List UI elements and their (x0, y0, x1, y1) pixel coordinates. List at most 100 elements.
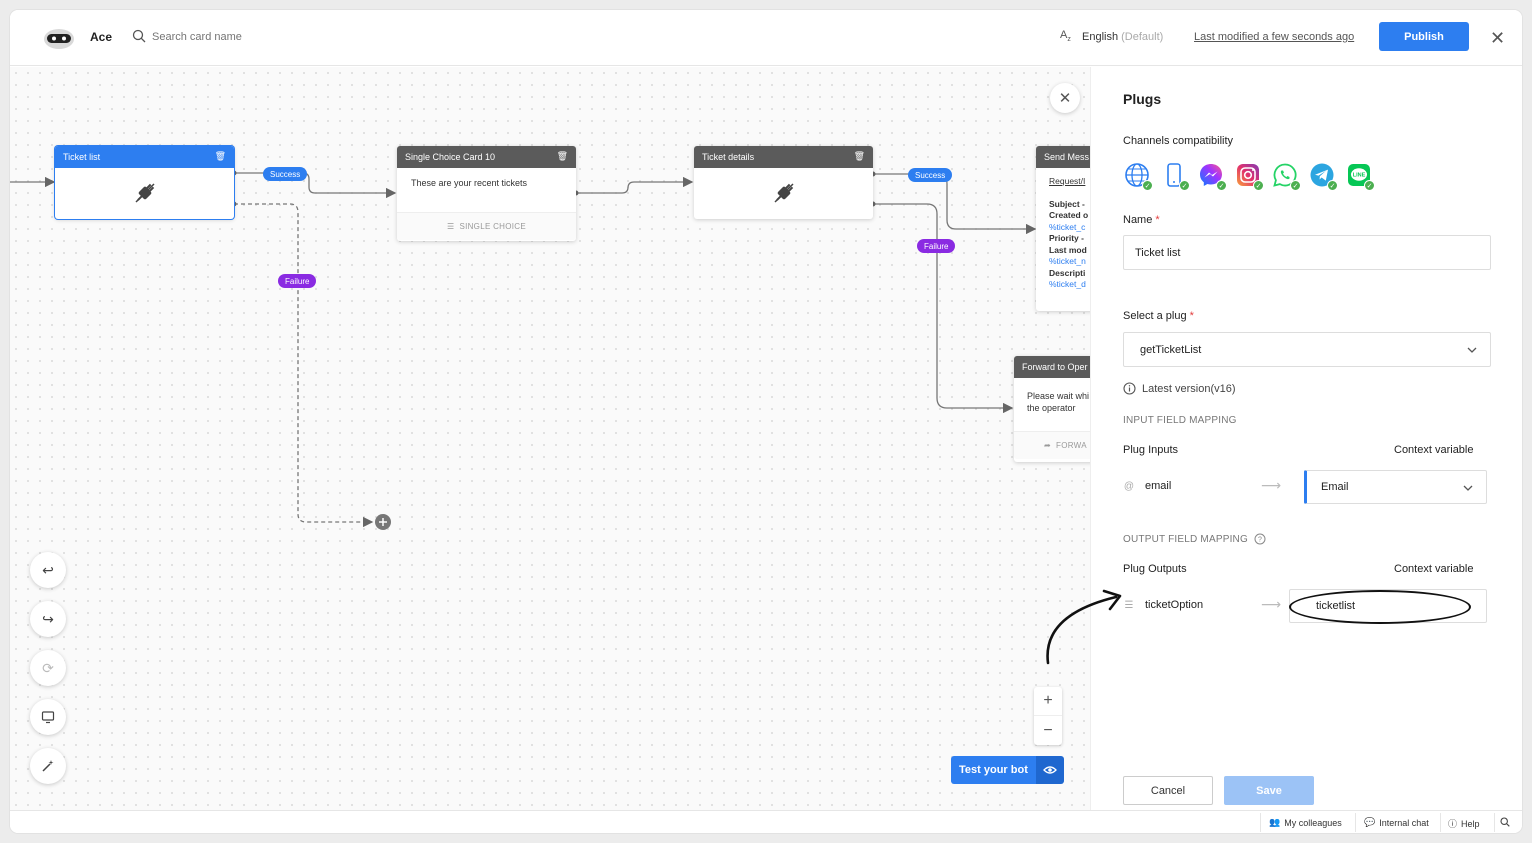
internal-chat-button[interactable]: 💬Internal chat (1364, 817, 1429, 828)
publish-button[interactable]: Publish (1379, 22, 1469, 51)
card-header: Ticket list 🗑 (55, 146, 234, 168)
last-modified-link[interactable]: Last modified a few seconds ago (1194, 31, 1355, 43)
search-input[interactable] (152, 27, 392, 47)
card-header: Ticket details 🗑 (694, 146, 873, 168)
web-icon: ✓ (1123, 161, 1153, 191)
info-icon (1123, 382, 1136, 395)
failure-pill: Failure (278, 274, 317, 288)
card-title: Send Mess (1044, 152, 1090, 162)
failure-pill: Failure (917, 239, 956, 253)
plug-inputs-label: Plug Inputs (1123, 444, 1179, 456)
close-icon[interactable]: ✕ (1490, 28, 1506, 48)
bot-logo-icon (44, 29, 74, 49)
test-bot-button[interactable]: Test your bot (951, 756, 1064, 784)
test-bot-label: Test your bot (951, 756, 1036, 784)
my-colleagues-button[interactable]: 👥My colleagues (1269, 817, 1342, 828)
card-text: Please wait whi the operator (1014, 378, 1090, 431)
refresh-button[interactable]: ⟳ (30, 650, 66, 686)
help-icon: ⓘ (1448, 819, 1458, 829)
name-label: Name * (1123, 214, 1160, 226)
chat-icon: 💬 (1364, 817, 1376, 827)
my-colleagues-label: My colleagues (1284, 817, 1342, 828)
card-footer: ➦ FORWA (1014, 431, 1090, 459)
telegram-icon: ✓ (1308, 161, 1338, 191)
message-line: Descripti (1049, 267, 1086, 278)
whatsapp-icon: ✓ (1271, 161, 1301, 191)
wire-ticket-details-failure (873, 203, 1014, 414)
card-title: Ticket list (63, 152, 101, 162)
card-title: Single Choice Card 10 (405, 152, 496, 162)
message-line: %ticket_n (1049, 256, 1086, 266)
trash-icon[interactable]: 🗑 (556, 151, 568, 161)
check-icon: ✓ (1290, 180, 1301, 191)
output-mapping-label: OUTPUT FIELD MAPPING (1123, 533, 1248, 545)
message-line: Priority - (1049, 233, 1084, 243)
output-field-name: ticketOption (1145, 599, 1204, 611)
wire-ticket-list-success (234, 172, 397, 199)
help-icon[interactable]: ? (1254, 533, 1266, 545)
card-title: Ticket details (702, 152, 755, 162)
name-input[interactable]: Ticket list (1123, 235, 1491, 270)
check-icon: ✓ (1253, 180, 1264, 191)
context-variable-label: Context variable (1394, 563, 1474, 575)
message-line: Last mod (1049, 244, 1087, 255)
instagram-icon: ✓ (1234, 161, 1264, 191)
context-variable-label: Context variable (1394, 444, 1474, 456)
success-pill: Success (908, 168, 953, 182)
name-label-text: Name (1123, 214, 1153, 226)
language-selector[interactable]: English (Default) (1082, 31, 1163, 43)
card-type-label: FORWA (1056, 441, 1087, 450)
chevron-down-icon (1467, 347, 1477, 353)
magic-wand-icon (42, 760, 54, 772)
flow-canvas[interactable]: Ticket list 🗑 Single Choice Card 10 🗑 Th… (10, 67, 1090, 810)
plug-select-label: Select a plug * (1123, 310, 1194, 322)
card-title: Forward to Oper (1022, 362, 1088, 372)
translate-icon[interactable]: Az (1060, 29, 1071, 44)
undo-button[interactable]: ↩ (30, 552, 66, 588)
input-context-select[interactable]: Email (1304, 470, 1487, 504)
close-panel-button[interactable]: ✕ (1050, 83, 1080, 113)
trash-icon[interactable]: 🗑 (853, 151, 865, 161)
search-icon (1500, 817, 1510, 827)
arrow-right-icon: ⟶ (1261, 596, 1282, 612)
save-button[interactable]: Save (1224, 776, 1314, 805)
plug-select-label-text: Select a plug (1123, 310, 1187, 322)
version-text: Latest version(v16) (1142, 382, 1236, 395)
monitor-icon (41, 711, 55, 724)
cancel-button[interactable]: Cancel (1123, 776, 1213, 805)
card-send-message[interactable]: Send Mess Request/I Subject -Created o%t… (1036, 146, 1090, 311)
check-icon: ✓ (1364, 180, 1375, 191)
card-ticket-list[interactable]: Ticket list 🗑 (55, 146, 234, 219)
card-single-choice[interactable]: Single Choice Card 10 🗑 These are your r… (397, 146, 576, 241)
search-icon (132, 29, 146, 43)
eye-icon[interactable] (1035, 756, 1064, 784)
trash-icon[interactable]: 🗑 (214, 151, 226, 161)
plug-outputs-label: Plug Outputs (1123, 563, 1187, 575)
magic-wand-button[interactable] (30, 748, 66, 784)
redo-button[interactable]: ↪ (30, 601, 66, 637)
monitor-button[interactable] (30, 699, 66, 735)
message-line: Created o (1049, 210, 1089, 220)
card-text: These are your recent tickets (411, 178, 528, 188)
arrow-right-icon: ⟶ (1261, 477, 1282, 493)
plug-select[interactable]: getTicketList (1123, 332, 1491, 367)
mobile-icon: ✓ (1160, 161, 1190, 191)
zoom-out-button[interactable]: − (1043, 721, 1053, 739)
card-ticket-details[interactable]: Ticket details 🗑 (694, 146, 873, 219)
people-icon: 👥 (1269, 817, 1281, 827)
top-bar: Ace Az English (Default) Last modified a… (10, 10, 1522, 66)
check-icon: ✓ (1142, 180, 1153, 191)
card-forward-operator[interactable]: Forward to Oper Please wait whi the oper… (1014, 356, 1090, 462)
plug-icon (55, 168, 234, 218)
footer-search-button[interactable] (1500, 817, 1510, 827)
zoom-in-button[interactable]: + (1034, 687, 1062, 716)
language-label: English (1082, 31, 1119, 43)
forward-icon: ➦ (1044, 441, 1052, 450)
card-text-line: Please wait whi (1027, 391, 1090, 401)
svg-text:?: ? (1258, 537, 1262, 544)
message-line: %ticket_c (1049, 221, 1086, 232)
messenger-icon: ✓ (1197, 161, 1227, 191)
